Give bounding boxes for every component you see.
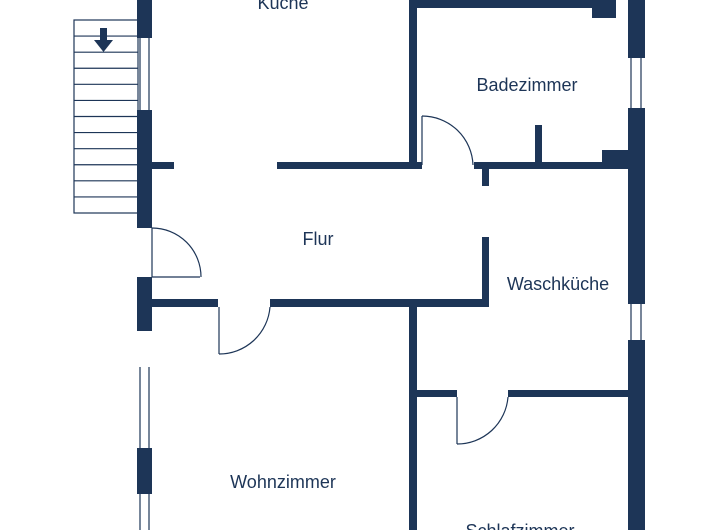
wall-segment [602,150,632,169]
wall-segment [409,0,417,169]
wall-segment [535,125,542,165]
walls [137,0,645,530]
door-bedroom [456,396,509,445]
wall-segment [270,299,489,307]
room-label-badezimmer: Badezimmer [476,75,577,95]
wall-segment [137,0,152,38]
wall-segment [409,0,594,8]
wall-segment [628,108,645,304]
window-badezimmer [630,58,642,108]
room-labels: Küche Badezimmer Flur Waschküche Wohnzim… [230,0,609,530]
door-bathroom [421,115,474,166]
wall-segment [482,237,489,307]
stair-steps [74,35,138,198]
wall-segment [508,390,634,397]
wall-segment [482,169,489,186]
room-label-wohnzimmer: Wohnzimmer [230,472,336,492]
door-entrance [151,227,202,278]
wall-segment [592,0,616,18]
wall-segment [137,110,152,228]
wall-segment [628,340,645,530]
window-waschkueche [630,304,642,340]
wall-segment [152,162,174,169]
wall-segment [409,307,417,530]
room-label-flur: Flur [303,229,334,249]
arrow-down-icon [94,28,113,52]
wall-segment [137,448,152,494]
window-kueche [139,38,150,110]
wall-segment [152,299,218,307]
staircase [73,19,139,214]
window-wohnzimmer [139,367,150,530]
wall-segment [628,0,645,58]
room-label-waschkueche: Waschküche [507,274,609,294]
wall-segment [474,162,634,169]
room-label-kueche: Küche [257,0,308,13]
windows [139,38,642,530]
door-living-room [218,306,271,355]
room-label-schlafzimmer: Schlafzimmer [465,521,574,530]
wall-segment [137,277,152,331]
wall-segment [277,162,422,169]
wall-segment [417,390,457,397]
doors [151,115,509,445]
